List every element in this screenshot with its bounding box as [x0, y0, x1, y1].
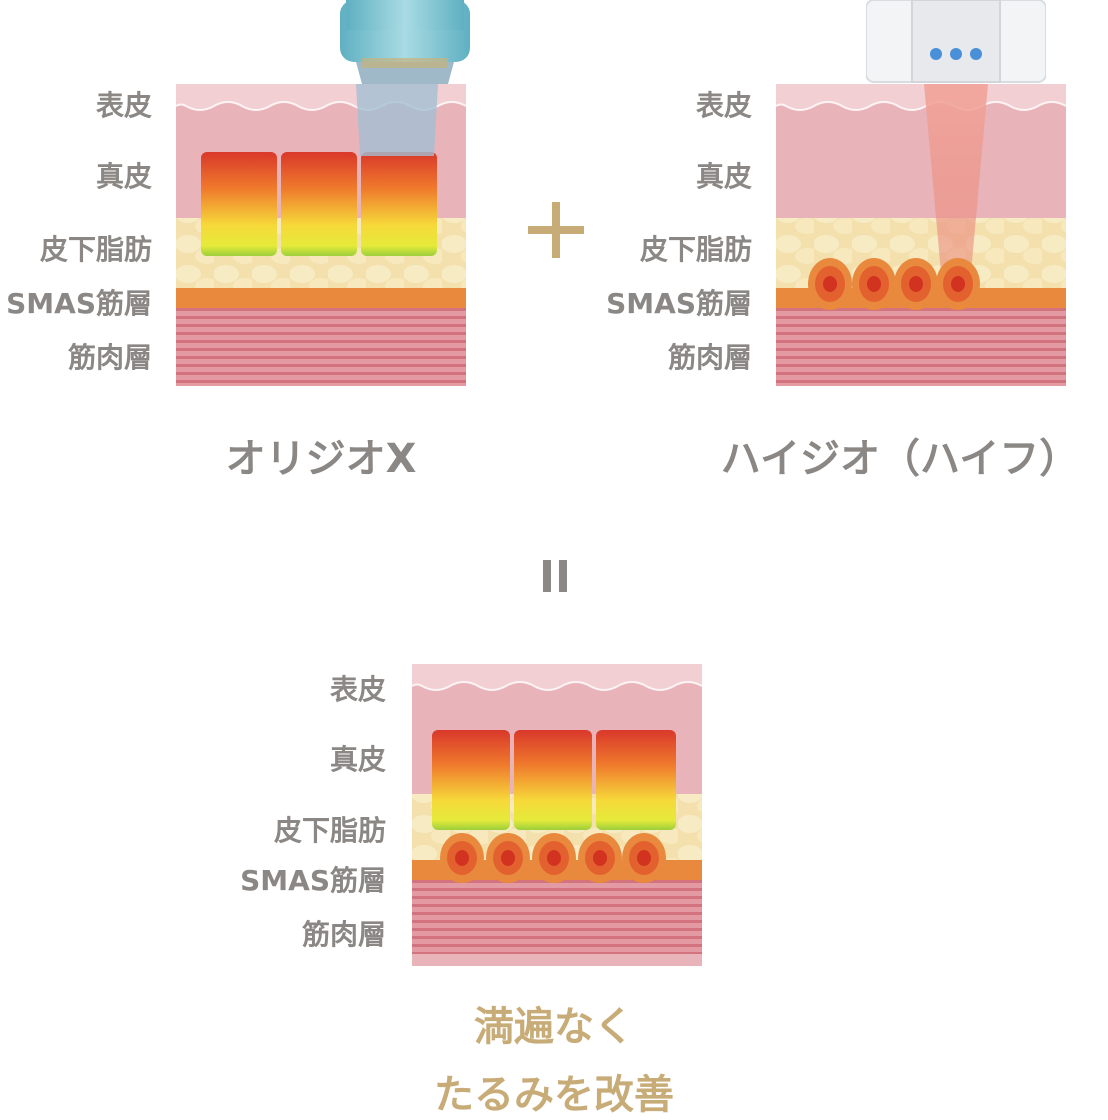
left-skin-diagram — [176, 84, 466, 386]
right-layer-labels: 表皮 真皮 皮下脂肪 SMAS筋層 筋肉層 — [600, 0, 752, 400]
left-caption: オリジオX — [225, 436, 417, 482]
label-muscle: 筋肉層 — [301, 918, 386, 951]
label-smas: SMAS筋層 — [240, 864, 386, 897]
right-handpiece — [866, 0, 1046, 83]
label-muscle: 筋肉層 — [667, 341, 752, 374]
label-dermis: 真皮 — [695, 160, 752, 193]
bottom-layer-labels: 表皮 真皮 皮下脂肪 SMAS筋層 筋肉層 — [234, 580, 386, 980]
label-epidermis: 表皮 — [329, 673, 386, 706]
left-layer-labels: 表皮 真皮 皮下脂肪 SMAS筋層 筋肉層 — [0, 0, 152, 400]
label-smas: SMAS筋層 — [606, 287, 752, 320]
label-epidermis: 表皮 — [695, 89, 752, 122]
label-epidermis: 表皮 — [95, 89, 152, 122]
right-skin-diagram — [776, 84, 1066, 386]
left-handpiece — [340, 0, 470, 84]
equals-icon — [543, 560, 567, 592]
right-caption: ハイジオ（ハイフ） — [720, 436, 1080, 482]
label-subcutaneous-fat: 皮下脂肪 — [639, 233, 752, 266]
label-smas: SMAS筋層 — [6, 287, 152, 320]
label-dermis: 真皮 — [95, 160, 152, 193]
label-dermis: 真皮 — [329, 743, 386, 776]
bottom-skin-diagram — [412, 664, 702, 966]
label-subcutaneous-fat: 皮下脂肪 — [273, 814, 386, 847]
result-line-2: たるみを改善 — [434, 1072, 674, 1118]
result-line-1: 満遍なく — [474, 1004, 634, 1050]
label-muscle: 筋肉層 — [67, 341, 152, 374]
label-subcutaneous-fat: 皮下脂肪 — [39, 233, 152, 266]
plus-icon — [528, 202, 584, 258]
